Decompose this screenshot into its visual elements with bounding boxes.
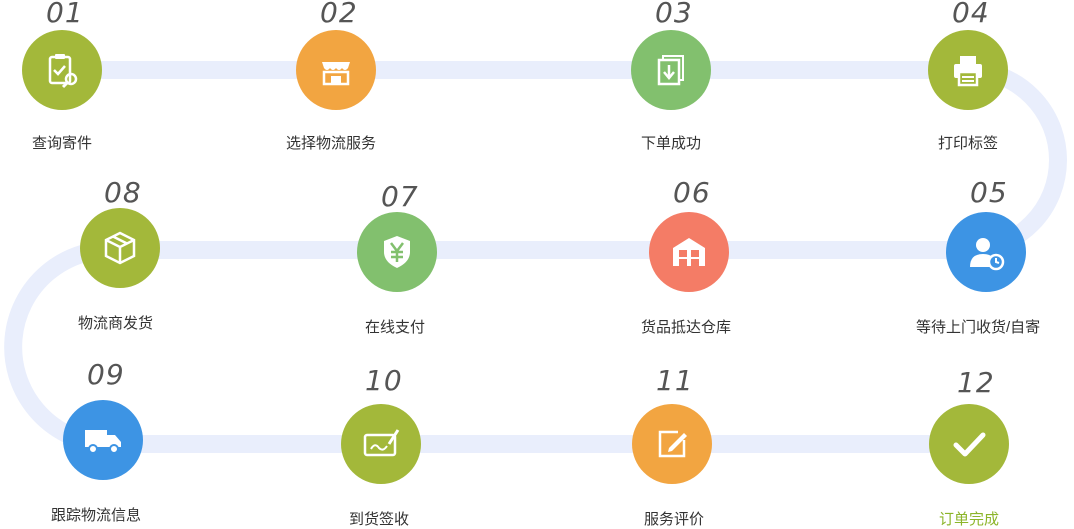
step-icon-circle <box>296 30 376 110</box>
step-label: 打印标签 <box>938 135 999 152</box>
step-01: 01 查询寄件 <box>22 0 222 160</box>
step-09: 09 跟踪物流信息 <box>51 358 263 524</box>
person-clock-icon <box>970 238 1005 271</box>
step-number: 08 <box>104 176 142 209</box>
step-number: 04 <box>952 0 990 29</box>
step-number: 11 <box>656 364 694 397</box>
clipboard-search-icon <box>48 54 78 89</box>
step-icon-circle <box>946 212 1026 292</box>
step-number: 12 <box>957 366 995 399</box>
step-label: 物流商发货 <box>78 315 154 332</box>
step-icon-circle <box>649 212 729 292</box>
step-label: 到货签收 <box>349 511 410 528</box>
step-icon-circle <box>929 404 1009 484</box>
step-08: 08 物流商发货 <box>78 176 280 340</box>
step-11: 11 服务评价 <box>632 362 832 528</box>
step-number: 03 <box>655 0 693 29</box>
step-06: 06 货品抵达仓库 <box>641 176 849 340</box>
step-icon-circle <box>22 30 102 110</box>
step-number: 05 <box>970 176 1008 209</box>
yuan-shield-icon <box>384 236 410 268</box>
step-icon-circle <box>632 404 712 484</box>
checkmark-icon <box>953 432 986 457</box>
step-number: 09 <box>87 358 125 391</box>
step-number: 01 <box>46 0 84 29</box>
truck-icon <box>85 430 121 454</box>
step-icon-circle <box>357 212 437 292</box>
step-label: 等待上门收货/自寄 <box>916 319 1041 336</box>
step-label: 跟踪物流信息 <box>51 507 142 524</box>
step-07: 07 在线支付 <box>357 180 557 340</box>
step-04: 04 打印标签 <box>928 0 1074 160</box>
step-number: 06 <box>673 176 711 209</box>
document-download-icon <box>657 55 684 86</box>
step-label: 在线支付 <box>365 319 426 336</box>
step-label: 货品抵达仓库 <box>641 319 732 336</box>
step-icon-circle <box>928 30 1008 110</box>
step-label: 下单成功 <box>641 135 702 152</box>
package-box-icon <box>104 231 136 265</box>
step-label: 服务评价 <box>644 511 705 528</box>
step-label: 查询寄件 <box>32 135 93 152</box>
step-label: 选择物流服务 <box>286 135 377 152</box>
step-icon-circle <box>80 208 160 288</box>
step-03: 03 下单成功 <box>631 0 831 160</box>
warehouse-icon <box>673 238 705 266</box>
edit-pencil-icon <box>658 430 687 458</box>
step-icon-circle <box>63 400 143 480</box>
step-02: 02 选择物流服务 <box>286 0 496 160</box>
storefront-icon <box>322 62 350 86</box>
sign-card-icon <box>363 429 400 457</box>
step-number: 07 <box>381 180 419 213</box>
step-05: 05 等待上门收货/自寄 <box>916 176 1074 340</box>
step-number: 02 <box>320 0 358 29</box>
step-icon-circle <box>341 404 421 484</box>
printer-icon <box>954 56 982 87</box>
step-label-final: 订单完成 <box>939 511 1000 528</box>
step-number: 10 <box>365 364 403 397</box>
step-10: 10 到货签收 <box>341 362 541 528</box>
step-12: 12 订单完成 <box>929 362 1074 528</box>
step-icon-circle <box>631 30 711 110</box>
